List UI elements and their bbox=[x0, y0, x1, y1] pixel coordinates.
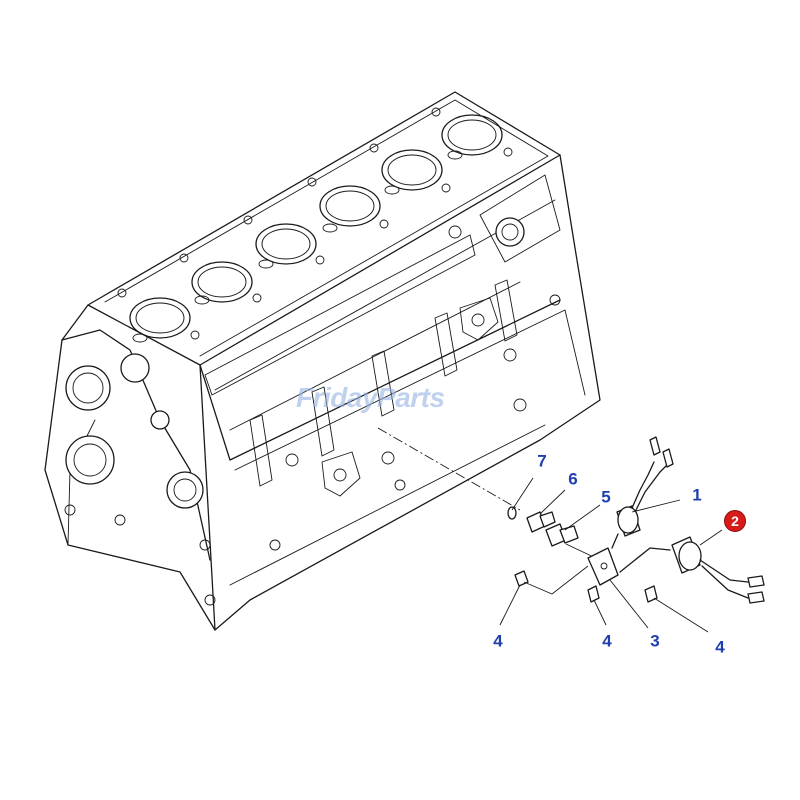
part-5-adapter bbox=[545, 523, 579, 547]
part-4-bolt-right bbox=[644, 585, 658, 603]
part-7-o-ring bbox=[507, 506, 517, 520]
part-4-bolt-center bbox=[587, 585, 600, 603]
part-3-bracket bbox=[587, 547, 619, 586]
callout-2-highlighted: 2 bbox=[724, 510, 746, 532]
callout-7: 7 bbox=[537, 451, 547, 471]
callout-5: 5 bbox=[601, 487, 611, 507]
cylinder-block bbox=[44, 91, 601, 631]
watermark-logo: FridayParts bbox=[296, 382, 445, 413]
cylinder-bores bbox=[129, 114, 503, 339]
front-face-details bbox=[64, 353, 216, 606]
part-2-sensor bbox=[619, 536, 765, 604]
callout-4-right: 4 bbox=[715, 637, 725, 657]
part-1-sensor bbox=[611, 436, 674, 549]
part-6-plug bbox=[526, 511, 556, 533]
side-bosses bbox=[249, 225, 561, 551]
part-4-bolt-left bbox=[514, 570, 529, 587]
callout-1: 1 bbox=[692, 485, 702, 505]
deck-holes bbox=[117, 107, 513, 343]
callout-6: 6 bbox=[568, 469, 578, 489]
callout-4-center: 4 bbox=[602, 631, 612, 651]
sensor-assembly-parts bbox=[377, 427, 765, 604]
callout-leaders bbox=[499, 477, 723, 633]
callout-3: 3 bbox=[650, 631, 660, 651]
callout-4-left: 4 bbox=[493, 631, 503, 651]
